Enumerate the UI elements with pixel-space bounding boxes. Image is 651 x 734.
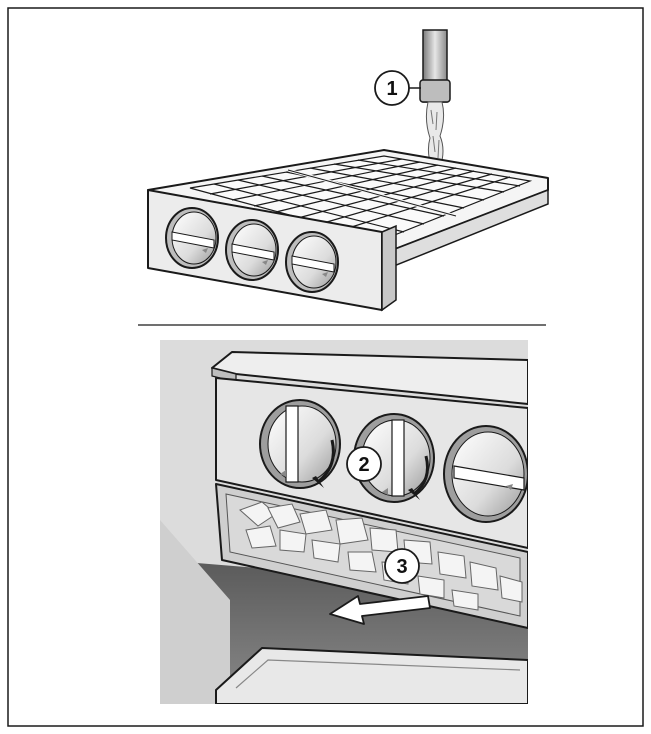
rotate-arrow-icon	[317, 439, 429, 496]
drawer-knob-left	[259, 399, 341, 489]
step-callout-3: 3	[384, 548, 420, 584]
bottom-panel-release-ice	[160, 340, 528, 704]
tray-knob-right	[285, 231, 339, 293]
top-panel-fill-tray: 1	[147, 29, 549, 312]
tray-knob-middle	[225, 219, 279, 281]
ice-tray	[147, 149, 549, 312]
tray-knob-left	[165, 207, 219, 269]
step-number-1: 1	[386, 78, 397, 100]
shelf-bottom	[215, 647, 528, 704]
drawer-knob-right	[443, 425, 528, 523]
step-callout-2: 2	[346, 446, 382, 482]
pull-arrow-icon	[329, 595, 431, 625]
step-number-3: 3	[396, 556, 407, 578]
step-number-2: 2	[358, 454, 369, 476]
step-callout-1: 1	[374, 70, 421, 106]
drawer-knob-middle	[353, 413, 435, 503]
